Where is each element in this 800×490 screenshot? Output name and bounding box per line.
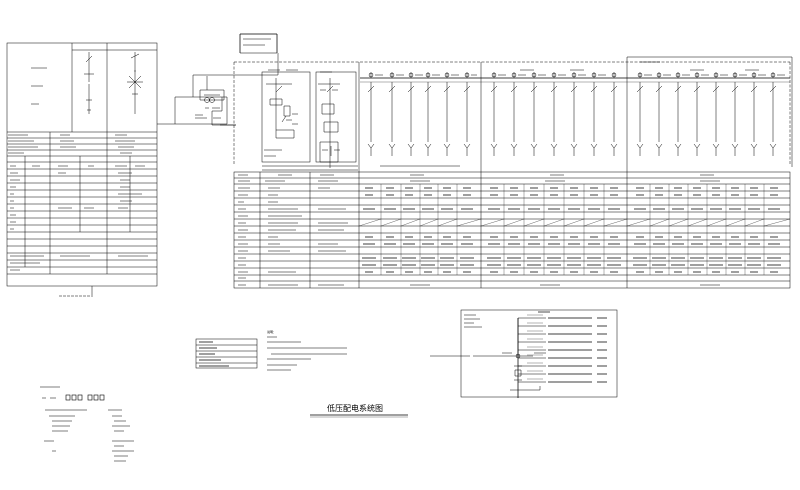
legend-block bbox=[40, 386, 134, 462]
subpanel-diagram bbox=[430, 309, 618, 398]
hv-cabinet-table bbox=[6, 42, 158, 297]
notes-block bbox=[195, 336, 347, 371]
transformer-connection bbox=[157, 33, 279, 126]
parameter-table bbox=[233, 171, 791, 289]
lv-switchboard bbox=[233, 56, 793, 172]
notes-header: 说明： bbox=[267, 330, 277, 334]
drawing-title: 低压配电系统图 bbox=[327, 404, 383, 413]
